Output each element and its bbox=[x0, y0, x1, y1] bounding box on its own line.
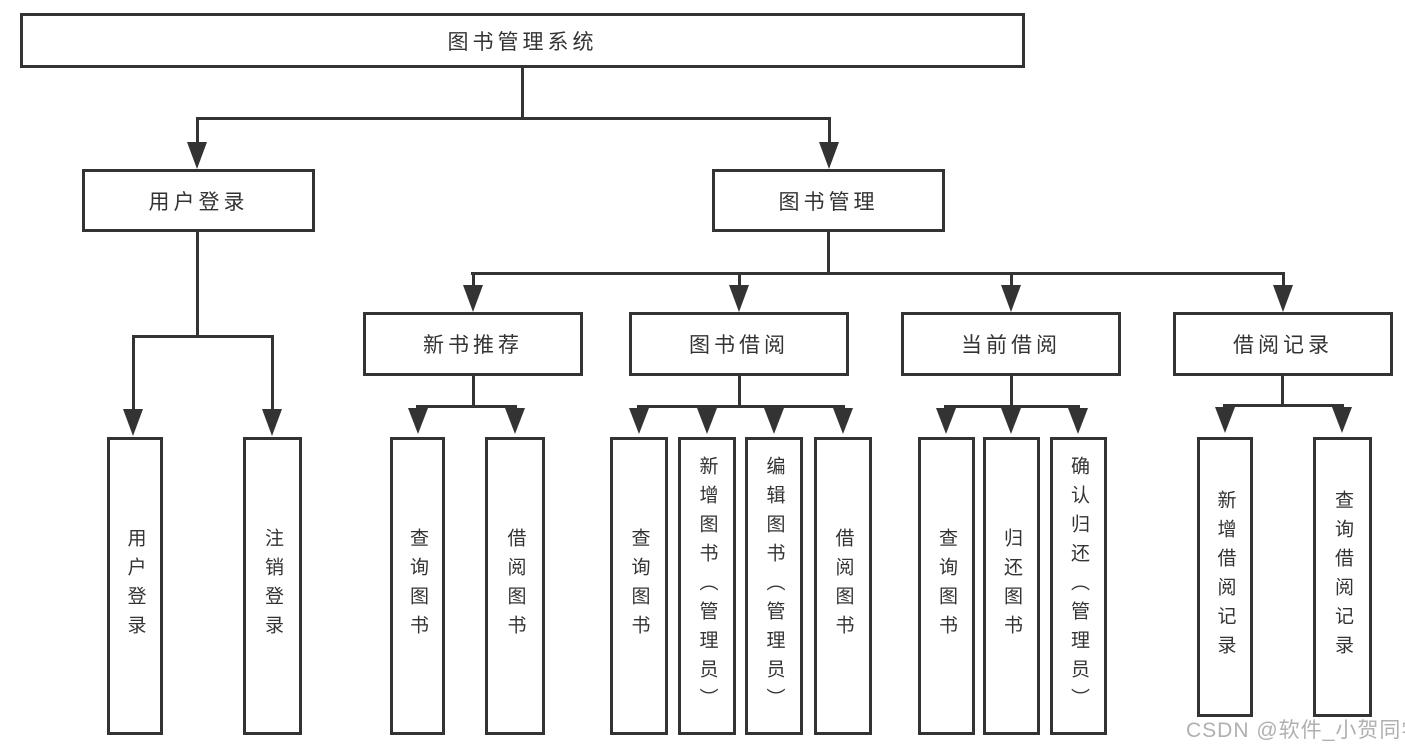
arrowhead-down-icon bbox=[1332, 407, 1352, 433]
leaf-add-books-admin: 新增图书（管理员） bbox=[678, 437, 736, 735]
leaf-label: 注销登录 bbox=[262, 528, 283, 644]
leaf-logout: 注销登录 bbox=[243, 437, 302, 735]
node-new-book-recommend: 新书推荐 bbox=[363, 312, 583, 376]
leaf-return-books: 归还图书 bbox=[983, 437, 1040, 735]
leaf-label: 编辑图书（管理员） bbox=[763, 455, 785, 717]
connector-line bbox=[1281, 376, 1284, 407]
leaf-confirm-return-admin: 确认归还（管理员） bbox=[1050, 437, 1107, 735]
connector-line bbox=[1010, 376, 1013, 407]
leaf-label: 新增借阅记录 bbox=[1214, 490, 1236, 664]
csdn-watermark: CSDN @软件_小贺同学 bbox=[1186, 719, 1405, 742]
connector-line bbox=[472, 272, 475, 286]
connector-line bbox=[637, 405, 845, 408]
leaf-label: 查询借阅记录 bbox=[1332, 490, 1353, 664]
leaf-edit-books-admin: 编辑图书（管理员） bbox=[745, 437, 803, 735]
leaf-label: 借阅图书 bbox=[832, 528, 854, 644]
leaf-label: 查询图书 bbox=[407, 528, 428, 644]
arrowhead-down-icon bbox=[764, 408, 784, 434]
leaf-user-login: 用户登录 bbox=[107, 437, 163, 735]
leaf-borrow-books-recommend: 借阅图书 bbox=[485, 437, 545, 735]
leaf-query-books-borrow: 查询图书 bbox=[610, 437, 668, 735]
node-book-management-group: 图书管理 bbox=[712, 169, 945, 232]
arrowhead-down-icon bbox=[697, 408, 717, 434]
arrowhead-down-icon bbox=[629, 408, 649, 434]
leaf-label: 查询图书 bbox=[936, 528, 957, 644]
leaf-label: 新增图书（管理员） bbox=[696, 455, 718, 717]
arrowhead-down-icon bbox=[936, 408, 956, 434]
connector-line bbox=[472, 376, 475, 407]
leaf-query-borrow-record: 查询借阅记录 bbox=[1313, 437, 1372, 717]
node-current-borrow: 当前借阅 bbox=[901, 312, 1121, 376]
node-library-system: 图书管理系统 bbox=[20, 13, 1025, 68]
connector-line bbox=[271, 335, 274, 410]
connector-line bbox=[471, 272, 1285, 275]
arrowhead-down-icon bbox=[1068, 408, 1088, 434]
connector-line bbox=[944, 405, 1080, 408]
leaf-query-books-current: 查询图书 bbox=[918, 437, 975, 735]
connector-line bbox=[416, 405, 517, 408]
connector-line bbox=[196, 117, 831, 120]
leaf-add-borrow-record: 新增借阅记录 bbox=[1197, 437, 1253, 717]
connector-line bbox=[738, 272, 741, 286]
node-book-borrow: 图书借阅 bbox=[629, 312, 849, 376]
connector-line bbox=[521, 66, 524, 118]
arrowhead-down-icon bbox=[187, 142, 207, 169]
node-borrow-record: 借阅记录 bbox=[1173, 312, 1393, 376]
node-user-login-group: 用户登录 bbox=[82, 169, 315, 232]
arrowhead-down-icon bbox=[262, 409, 282, 436]
arrowhead-down-icon bbox=[819, 142, 839, 169]
connector-line bbox=[196, 232, 199, 336]
arrowhead-down-icon bbox=[408, 408, 428, 434]
connector-line bbox=[1282, 272, 1285, 286]
arrowhead-down-icon bbox=[1001, 408, 1021, 434]
leaf-label: 归还图书 bbox=[1001, 528, 1022, 644]
arrowhead-down-icon bbox=[1215, 407, 1235, 433]
leaf-label: 借阅图书 bbox=[504, 528, 526, 644]
connector-line bbox=[738, 376, 741, 407]
leaf-label: 确认归还（管理员） bbox=[1068, 455, 1089, 717]
connector-line bbox=[1010, 272, 1013, 286]
connector-line bbox=[828, 117, 831, 145]
arrowhead-down-icon bbox=[505, 408, 525, 434]
arrowhead-down-icon bbox=[1001, 285, 1021, 312]
connector-line bbox=[827, 232, 830, 274]
connector-line bbox=[1223, 404, 1344, 407]
connector-line bbox=[196, 117, 199, 145]
leaf-label: 查询图书 bbox=[628, 528, 650, 644]
arrowhead-down-icon bbox=[1273, 285, 1293, 312]
arrowhead-down-icon bbox=[729, 285, 749, 312]
leaf-label: 用户登录 bbox=[124, 528, 146, 644]
arrowhead-down-icon bbox=[463, 285, 483, 312]
arrowhead-down-icon bbox=[833, 408, 853, 434]
leaf-borrow-books: 借阅图书 bbox=[814, 437, 872, 735]
connector-line bbox=[132, 335, 135, 410]
connector-line bbox=[132, 335, 274, 338]
arrowhead-down-icon bbox=[123, 409, 143, 436]
leaf-query-books-recommend: 查询图书 bbox=[390, 437, 445, 735]
